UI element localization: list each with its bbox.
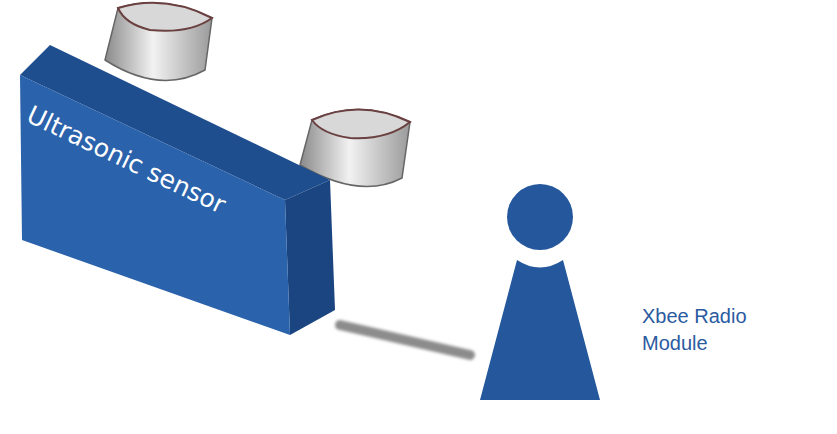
radio-module-shape <box>470 175 805 405</box>
node-label: Xbee Radio Module <box>642 303 792 357</box>
sensor-box: Ultrasonic sensor <box>15 40 340 340</box>
link-bar <box>340 325 470 355</box>
radio-module: Xbee Radio Module <box>470 175 805 405</box>
transducer-cylinder <box>105 3 212 81</box>
